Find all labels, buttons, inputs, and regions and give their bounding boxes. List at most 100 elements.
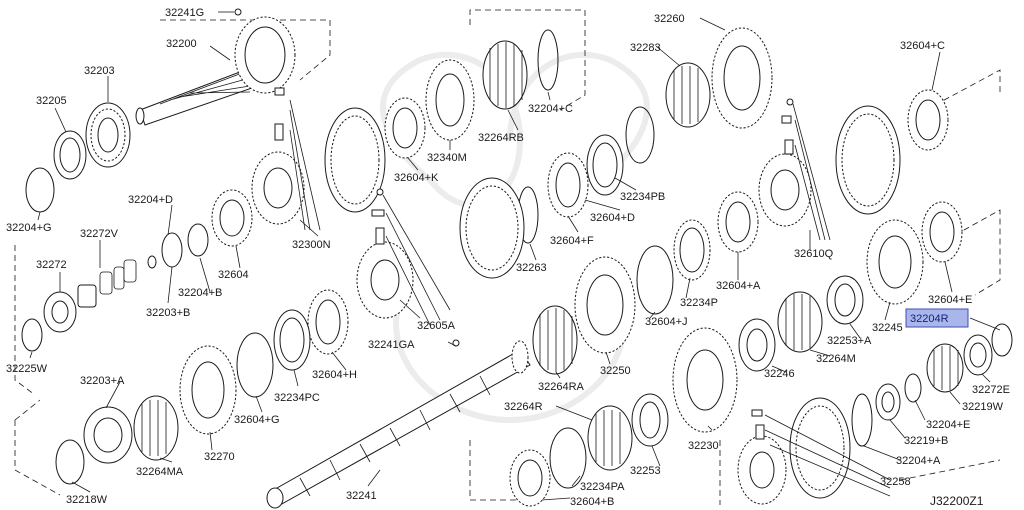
snap-ring-32204-g[interactable]: [25, 167, 55, 213]
label-32283[interactable]: 32283: [630, 42, 661, 54]
label-32241g[interactable]: 32241G: [165, 7, 204, 19]
synchro-ring-32604[interactable]: [211, 189, 253, 247]
label-32225w[interactable]: 32225W: [6, 363, 48, 375]
synchro-ring-32604-j[interactable]: [636, 245, 674, 315]
label-32203-a[interactable]: 32203+A: [80, 375, 125, 387]
input-shaft[interactable]: [135, 8, 296, 126]
label-32605a[interactable]: 32605A: [417, 320, 456, 332]
label-32604-a[interactable]: 32604+A: [716, 280, 761, 292]
gear-32230[interactable]: [672, 327, 738, 433]
gear-32260[interactable]: [711, 27, 773, 129]
label-32204-d[interactable]: 32204+D: [128, 194, 173, 206]
label-32253-a[interactable]: 32253+A: [827, 335, 872, 347]
label-32234pc[interactable]: 32234PC: [274, 392, 320, 404]
synchro-ring-32604-a[interactable]: [717, 191, 759, 253]
label-32250[interactable]: 32250: [600, 365, 631, 377]
main-shaft-32241[interactable]: [266, 339, 531, 509]
label-32604-b[interactable]: 32604+B: [570, 496, 614, 508]
synchro-ring-32604-e[interactable]: [921, 201, 963, 263]
bearing-32203-a[interactable]: [83, 406, 133, 464]
synchronizer-32258[interactable]: [737, 397, 891, 505]
label-32604-f[interactable]: 32604+F: [550, 235, 594, 247]
needle-bearing-32264m[interactable]: [777, 291, 823, 353]
label-32610q[interactable]: 32610Q: [794, 248, 834, 260]
gear-32270[interactable]: [179, 345, 237, 435]
ring-32204-r[interactable]: [991, 323, 1013, 357]
gear-32250[interactable]: [574, 256, 636, 354]
label-32340m[interactable]: 32340M: [427, 152, 467, 164]
ring-32204-a[interactable]: [851, 393, 873, 447]
label-32604-e[interactable]: 32604+E: [928, 294, 972, 306]
needle-bearing-32264r[interactable]: [587, 405, 633, 471]
synchro-ring-32604-k[interactable]: [384, 97, 426, 159]
washer-32246[interactable]: [738, 318, 776, 372]
gear-32245[interactable]: [866, 219, 924, 305]
synchronizer-32605a[interactable]: [356, 177, 525, 326]
label-32604-k[interactable]: 32604+K: [394, 172, 439, 184]
needle-bearing-32264rb[interactable]: [482, 40, 528, 110]
bearing-32219w[interactable]: [926, 343, 964, 393]
bushing-32234p[interactable]: [673, 219, 711, 281]
ring-32225w[interactable]: [21, 318, 43, 352]
synchro-ring-32604-c[interactable]: [907, 89, 949, 151]
label-32253[interactable]: 32253: [630, 465, 661, 477]
bushing-32234pc[interactable]: [273, 309, 311, 371]
label-32200[interactable]: 32200: [166, 38, 197, 50]
synchronizer-32300n[interactable]: [251, 87, 386, 231]
label-32264rb[interactable]: 32264RB: [478, 132, 524, 144]
label-32219-b[interactable]: 32219+B: [904, 435, 948, 447]
label-32270[interactable]: 32270: [204, 451, 235, 463]
washer-32219-b[interactable]: [875, 383, 901, 421]
label-32604-j[interactable]: 32604+J: [645, 316, 688, 328]
race-32205[interactable]: [53, 130, 87, 180]
label-32234pa[interactable]: 32234PA: [580, 481, 625, 493]
label-32604-c[interactable]: 32604+C: [900, 40, 945, 52]
label-32241ga[interactable]: 32241GA: [368, 339, 415, 351]
label-32604-g[interactable]: 32604+G: [234, 414, 280, 426]
label-32264ma[interactable]: 32264MA: [136, 466, 184, 478]
label-32205[interactable]: 32205: [36, 95, 67, 107]
label-32230[interactable]: 32230: [688, 440, 719, 452]
bushing-32234pa[interactable]: [549, 427, 587, 489]
bushing-32253[interactable]: [631, 393, 669, 447]
label-32263[interactable]: 32263: [516, 262, 547, 274]
label-32204-e[interactable]: 32204+E: [926, 419, 970, 431]
label-32241[interactable]: 32241: [346, 490, 377, 502]
bearing-32272e[interactable]: [963, 334, 993, 376]
synchro-ring-32604-d[interactable]: [547, 152, 589, 218]
label-32272e[interactable]: 32272E: [972, 384, 1010, 396]
ring-group-left[interactable]: [147, 223, 209, 269]
needle-bearing-32264ma[interactable]: [133, 395, 179, 461]
bushing-32253-a[interactable]: [826, 275, 864, 325]
label-32260[interactable]: 32260: [654, 13, 685, 25]
label-32204-b[interactable]: 32204+B: [178, 287, 222, 299]
label-32204-a[interactable]: 32204+A: [896, 455, 941, 467]
label-32258[interactable]: 32258: [880, 476, 911, 488]
synchro-ring-32604-h[interactable]: [307, 289, 349, 355]
label-32204-c-top[interactable]: 32204+C: [528, 103, 573, 115]
label-32203[interactable]: 32203: [84, 65, 115, 77]
label-32264ra[interactable]: 32264RA: [538, 381, 585, 393]
bushing-32234pb[interactable]: [586, 106, 655, 196]
bearing-32272[interactable]: [43, 291, 77, 333]
needle-bearing-32264ra[interactable]: [532, 305, 578, 375]
label-32272[interactable]: 32272: [36, 259, 67, 271]
pilot-bearing-32272v[interactable]: [77, 259, 137, 308]
label-32203-b[interactable]: 32203+B: [146, 307, 190, 319]
label-32604-d[interactable]: 32604+D: [590, 212, 635, 224]
label-32300n[interactable]: 32300N: [292, 239, 331, 251]
synchronizer-32610q[interactable]: [758, 98, 901, 241]
label-32219w[interactable]: 32219W: [962, 401, 1004, 413]
label-32272v[interactable]: 32272V: [80, 228, 119, 240]
label-32234p[interactable]: 32234P: [680, 297, 718, 309]
label-32218w[interactable]: 32218W: [66, 494, 108, 506]
label-32264r[interactable]: 32264R: [504, 401, 543, 413]
label-32604-h[interactable]: 32604+H: [312, 369, 357, 381]
ring-32204-e[interactable]: [904, 373, 922, 403]
label-32264m[interactable]: 32264M: [816, 353, 856, 365]
gear-32340m[interactable]: [425, 59, 475, 141]
snap-ring-32204-c[interactable]: [537, 29, 559, 91]
highlighted-part-label[interactable]: 32204R: [910, 313, 949, 325]
needle-bearing-32283[interactable]: [665, 62, 711, 128]
label-32604[interactable]: 32604: [218, 269, 249, 281]
